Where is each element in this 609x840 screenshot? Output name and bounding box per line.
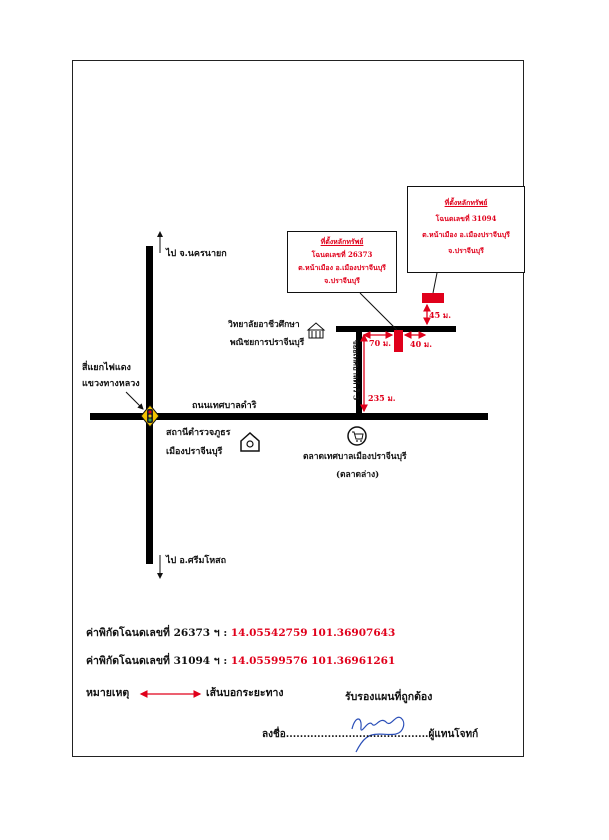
coordinate-row-2: ค่าพิกัดโฉนดเลขที่ 31094 ฯ : 14.05599576… [86, 652, 395, 669]
market-label-line1: ตลาดเทศบาลเมืองปราจีนบุรี [303, 452, 407, 462]
side-road-label: ซอยเทศบาลดำริ 3 [351, 339, 361, 401]
distance-label-40: 40 ม. [410, 339, 432, 349]
college-label-line1: วิทยาลัยอาชีวศึกษา [228, 320, 300, 330]
intersection-label-line1: สี่แยกไฟแดง [82, 363, 131, 373]
main-road-label: ถนนเทศบาลดำริ [192, 401, 257, 411]
signature-line: ลงชื่อ..................................… [262, 729, 479, 740]
parcel-2-title: ที่ตั้งหลักทรัพย์ [444, 198, 488, 207]
legend-arrow-meaning: เส้นบอกระยะทาง [206, 687, 284, 699]
main-road [90, 413, 488, 420]
coordinate-2-value: 14.05599576 101.36961261 [230, 655, 396, 667]
distance-label-45: 45 ม. [429, 310, 451, 320]
parcel-2-callout: ที่ตั้งหลักทรัพย์ โฉนดเลขที่ 31094 ต.หน้… [407, 186, 525, 273]
coordinate-row-1: ค่าพิกัดโฉนดเลขที่ 26373 ฯ : 14.05542759… [86, 624, 395, 641]
distance-label-235: 235 ม. [368, 393, 396, 403]
college-icon [306, 322, 326, 339]
parcel-2-province: จ.ปราจีนบุรี [448, 246, 484, 255]
market-icon [347, 426, 367, 446]
police-station-icon [240, 431, 260, 452]
coordinate-2-label: ค่าพิกัดโฉนดเลขที่ 31094 ฯ : [86, 655, 231, 667]
certification-text: รับรองแผนที่ถูกต้อง [345, 691, 433, 703]
parcel-1-address: ต.หน้าเมือง อ.เมืองปราจีนบุรี [298, 263, 386, 272]
north-destination-label: ไป จ.นครนายก [166, 249, 227, 259]
parcel-2-address: ต.หน้าเมือง อ.เมืองปราจีนบุรี [422, 230, 510, 239]
parcel-1-province: จ.ปราจีนบุรี [324, 276, 360, 285]
parcel-1-deed: โฉนดเลขที่ 26373 [311, 250, 373, 259]
south-destination-label: ไป อ.ศรีมโหสถ [166, 556, 227, 566]
callout-line-parcel-2 [432, 272, 438, 294]
parcel-31094-marker [422, 293, 444, 303]
parcel-1-title: ที่ตั้งหลักทรัพย์ [320, 237, 364, 246]
parcel-26373-marker [394, 330, 403, 352]
coordinate-1-label: ค่าพิกัดโฉนดเลขที่ 26373 ฯ : [86, 627, 231, 639]
police-station-label-line1: สถานีตำรวจภูธร [166, 428, 231, 438]
college-label-line2: พณิชยการปราจีนบุรี [230, 338, 305, 348]
coordinate-1-value: 14.05542759 101.36907643 [230, 627, 396, 639]
market-label-line2: (ตลาดล่าง) [336, 470, 380, 480]
map-frame [72, 60, 524, 757]
parcel-2-deed: โฉนดเลขที่ 31094 [435, 214, 497, 223]
callout-line-parcel-1 [359, 292, 398, 331]
traffic-light-icon [140, 404, 160, 428]
signature-scribble [351, 716, 405, 753]
legend-note-label: หมายเหตุ [86, 687, 130, 699]
distance-label-70: 70 ม. [369, 338, 391, 348]
parcel-1-callout: ที่ตั้งหลักทรัพย์ โฉนดเลขที่ 26373 ต.หน้… [287, 231, 397, 293]
intersection-pointer [125, 391, 144, 410]
police-station-label-line2: เมืองปราจีนบุรี [166, 447, 223, 457]
intersection-label-line2: แขวงทางหลวง [82, 379, 140, 389]
side-road [356, 326, 362, 416]
